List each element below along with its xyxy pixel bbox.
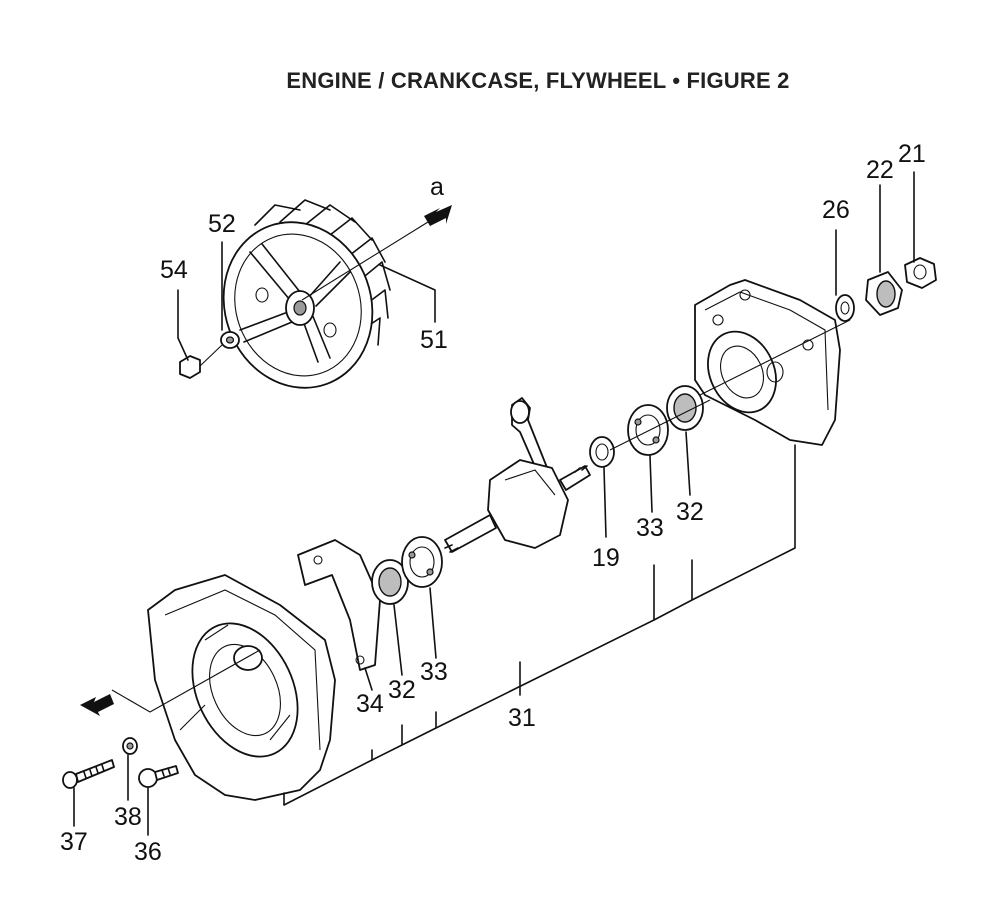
nut-part-21[interactable] <box>904 257 937 289</box>
washer-part-26[interactable] <box>835 294 855 322</box>
bearing-part-33-right[interactable] <box>627 404 669 456</box>
callout-38: 38 <box>114 803 142 831</box>
seal-part-22[interactable] <box>865 271 903 316</box>
seal-part-32-left[interactable] <box>371 559 409 605</box>
bearing-part-33-left[interactable] <box>401 536 443 588</box>
callout-labels: 54 52 51 26 22 21 19 33 32 34 32 33 31 3… <box>60 140 926 866</box>
callout-19: 19 <box>592 544 620 572</box>
bolt-part-36[interactable] <box>138 765 179 788</box>
washer-hole <box>225 336 235 344</box>
washer-part-38[interactable] <box>122 737 138 755</box>
flywheel-part-51[interactable] <box>201 199 396 409</box>
crankshaft-assembly[interactable] <box>444 397 591 553</box>
callout-54: 54 <box>160 256 188 284</box>
callout-32-right: 32 <box>676 498 704 526</box>
gasket-part-34[interactable] <box>297 539 381 671</box>
callout-34: 34 <box>356 690 384 718</box>
arrow-label-a: a <box>430 173 444 201</box>
bolt-part-37[interactable] <box>62 759 115 789</box>
callout-33-left: 33 <box>420 658 448 686</box>
right-axis-line <box>689 319 851 401</box>
output-direction-arrow <box>80 649 261 716</box>
nut-part-54[interactable] <box>179 355 201 379</box>
callout-22: 22 <box>866 156 894 184</box>
callout-21: 21 <box>898 140 926 168</box>
center-axis-line <box>609 399 711 451</box>
leader-lines <box>73 171 915 836</box>
callout-36: 36 <box>134 838 162 866</box>
direction-arrow-a <box>424 205 452 226</box>
callout-52: 52 <box>208 210 236 238</box>
callout-31: 31 <box>508 704 536 732</box>
callout-26: 26 <box>822 196 850 224</box>
seal-part-32-right[interactable] <box>666 385 704 431</box>
nut-axis-line <box>199 344 223 367</box>
flywheel-axis-line <box>301 221 429 301</box>
figure-title: ENGINE / CRANKCASE, FLYWHEEL • FIGURE 2 <box>286 68 790 93</box>
callout-37: 37 <box>60 828 88 856</box>
washer-19-hole <box>595 443 609 461</box>
callout-33-right: 33 <box>636 514 664 542</box>
crankcase-left-half[interactable] <box>147 574 336 801</box>
washer-26-hole <box>840 301 850 315</box>
washer-part-19[interactable] <box>589 436 615 468</box>
callout-32-left: 32 <box>388 676 416 704</box>
crankcase-right-half[interactable] <box>694 279 841 446</box>
callout-51: 51 <box>420 326 448 354</box>
